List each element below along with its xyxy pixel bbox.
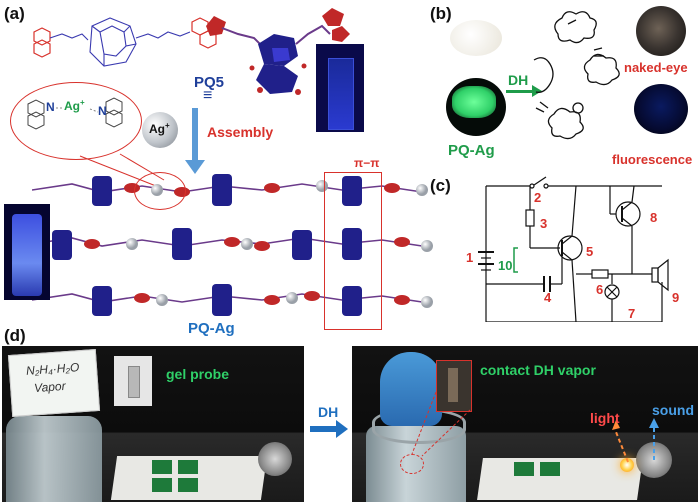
panel-c-label: (c) xyxy=(430,176,451,195)
inset-n-left: N xyxy=(46,100,55,114)
pq-ag-network xyxy=(32,174,433,316)
component-6: 6 xyxy=(596,282,604,297)
assembly-arrow xyxy=(192,108,198,162)
vial-label-line2: Vapor xyxy=(33,378,67,396)
component-5: 5 xyxy=(586,244,594,259)
probe-location-circle xyxy=(400,454,424,474)
contact-dh-vapor-label: contact DH vapor xyxy=(480,362,596,378)
light-label: light xyxy=(590,410,620,426)
component-1: 1 xyxy=(466,250,474,265)
sound-label: sound xyxy=(652,402,694,418)
dh-arrow-label-b: DH xyxy=(508,72,529,88)
inset-dashed-bonds xyxy=(56,107,99,113)
fluorescence-photo xyxy=(634,84,688,134)
coordination-inset-ellipse xyxy=(10,82,142,160)
pq-ag-gel-label-b: PQ-Ag xyxy=(448,142,495,159)
component-10: 10 xyxy=(498,258,513,273)
panel-b-label: (b) xyxy=(430,4,452,23)
green-gel-photo xyxy=(446,78,506,136)
pi-pi-stacking-box xyxy=(324,172,382,330)
assembly-label: Assembly xyxy=(207,124,274,140)
light-sound-arrows xyxy=(612,418,659,463)
pq5-3d-model xyxy=(206,8,350,95)
pi-pi-label: π−π xyxy=(354,156,380,170)
gel-probe-label: gel probe xyxy=(166,366,230,382)
equiv-symbol: ≡ xyxy=(203,87,213,104)
ag-ion-label: Ag+ xyxy=(149,121,170,136)
component-7: 7 xyxy=(628,306,636,321)
inset-ag-label: Ag+ xyxy=(64,98,85,113)
pq5-label: PQ5 xyxy=(194,74,225,91)
pq5-molecule-structure xyxy=(33,17,217,67)
ag-highlight-circle xyxy=(134,172,186,210)
component-3: 3 xyxy=(540,216,548,231)
pq-ag-product-label: PQ-Ag xyxy=(188,320,235,337)
setup-after-photo xyxy=(352,346,698,502)
ag-ion-charge: + xyxy=(165,121,170,130)
dh-arrow-b xyxy=(506,90,534,93)
naked-eye-photo xyxy=(636,6,686,56)
pq5-fluorescent-cuvette-photo xyxy=(316,44,364,132)
ag-ion-text: Ag xyxy=(149,122,165,136)
component-2: 2 xyxy=(534,190,542,205)
coordination-inset-structure xyxy=(27,97,123,130)
dh-arrowhead-d xyxy=(336,420,348,438)
dh-arrow-label-d: DH xyxy=(318,404,339,420)
vapor-clouds-illustration xyxy=(533,11,620,140)
ag-ion-sphere xyxy=(142,112,178,148)
component-4: 4 xyxy=(544,290,552,305)
component-9: 9 xyxy=(672,290,680,305)
inset-ag-charge: + xyxy=(80,98,85,107)
pq-ag-gel-tube-photo xyxy=(4,204,50,300)
white-gel-photo xyxy=(450,20,502,56)
fluorescence-label: fluorescence xyxy=(612,152,693,167)
dh-arrow-d xyxy=(310,426,338,432)
inset-n-right: N xyxy=(98,104,107,118)
component-8: 8 xyxy=(650,210,658,225)
alarm-circuit-diagram xyxy=(478,176,669,322)
panel-a-label: (a) xyxy=(4,4,25,23)
inset-ag-text: Ag xyxy=(64,99,80,113)
naked-eye-label: naked-eye xyxy=(624,60,688,75)
assembly-arrowhead xyxy=(185,160,205,174)
probe-inset-callout-lines xyxy=(411,391,471,457)
dh-arrowhead-b xyxy=(532,85,542,97)
panel-d-label: (d) xyxy=(4,326,26,345)
